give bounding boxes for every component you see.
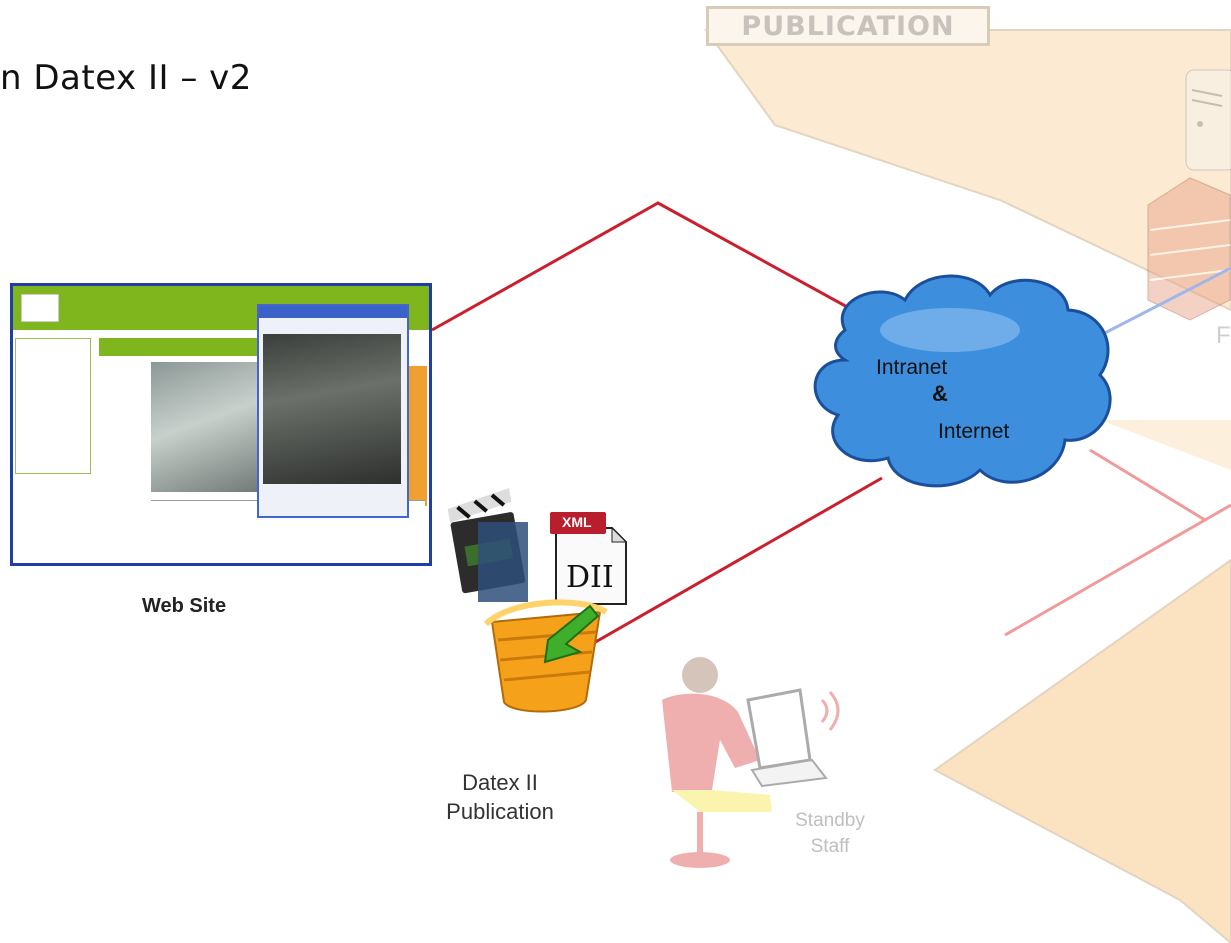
person-laptop-icon [662,657,840,868]
standby-staff-line2: Staff [810,836,850,857]
dii-doc-label: DII [566,560,614,595]
datex-publication-line1: Datex II [462,770,538,795]
xml-tag-label: XML [562,514,592,530]
xml-document-icon [550,512,628,605]
web-site-label: Web Site [142,595,227,617]
lower-zone [933,558,1231,943]
faded-link-right-2 [1204,503,1231,522]
standby-staff-line1: Standby [795,810,865,831]
link-cloud-publication [577,476,883,654]
cloud-label-internet: Internet [938,420,1010,443]
link-website-cloud [431,201,881,332]
datex-publication-line2: Publication [446,799,554,824]
right-zone-band [1100,420,1231,470]
popup-title-bar [259,306,407,318]
basket-icon [483,599,608,713]
server-icon [1185,69,1231,171]
website-sidebar [15,338,91,474]
standby-staff-label: Standby Staff [780,808,880,860]
publication-zone-label: PUBLICATION [706,6,990,46]
firewall-label: F [1216,322,1231,349]
page-title: n Datex II – v2 [0,58,252,98]
firewall-link [1094,266,1231,340]
cloud-label-amp: & [932,381,948,406]
datex-publication-label: Datex II Publication [420,768,580,826]
traffic-camera-image [151,362,271,492]
cloud-icon [813,274,1112,488]
cloud-label-intranet: Intranet [876,356,948,379]
video-popup-window [257,304,409,518]
flag-logo-icon [21,294,59,322]
website-screenshot-icon [10,283,432,566]
publication-zone [704,29,1231,312]
firewall-icon [1147,177,1231,321]
website-nav-bar [99,338,299,356]
popup-camera-image [263,334,401,484]
